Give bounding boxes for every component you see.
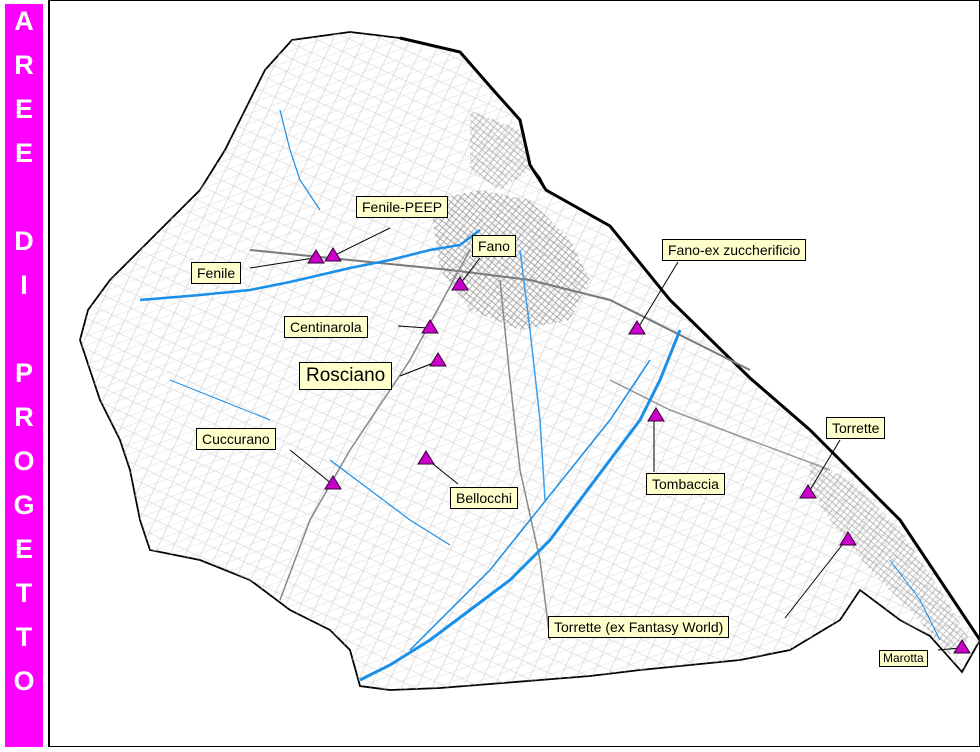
label-rosciano: Rosciano [299, 362, 393, 390]
label-bellocchi: Bellocchi [450, 487, 519, 509]
title-letter: I [20, 270, 28, 300]
title-letter: O [13, 666, 35, 696]
map-area: Fenile-PEEP Fenile Fano Fano-ex zuccheri… [50, 0, 980, 747]
marker-fano-ex-zuccherificio [628, 320, 646, 335]
urban-area-torrette [810, 460, 970, 655]
label-fano: Fano [472, 235, 516, 257]
urban-area-fano [430, 190, 590, 330]
river-arzilla [139, 229, 481, 302]
marker-marotta [953, 639, 971, 654]
title-letter: D [14, 226, 34, 256]
stream [329, 459, 451, 546]
title-letter: R [14, 50, 34, 80]
marker-torrette [799, 484, 817, 499]
road-network-secondary [80, 32, 980, 690]
main-road [499, 279, 551, 641]
coastline [399, 36, 980, 641]
marker-torrette-fantasy-world [839, 531, 857, 546]
marker-fano [451, 276, 469, 291]
label-torrette-fantasy-world: Torrette (ex Fantasy World) [548, 616, 730, 638]
label-torrette: Torrette [826, 417, 886, 439]
title-letter: A [14, 6, 34, 36]
urban-area-coast [470, 110, 530, 190]
title-letter: P [14, 358, 33, 388]
title-letter: E [14, 534, 33, 564]
marker-bellocchi [417, 450, 435, 465]
label-tombaccia: Tombaccia [646, 473, 725, 495]
canal [519, 249, 546, 501]
marker-tombaccia [647, 407, 665, 422]
stream [279, 109, 321, 211]
label-marotta: Marotta [879, 650, 928, 667]
marker-fenile [307, 249, 325, 264]
title-letter: T [15, 578, 33, 608]
title-letter: G [13, 490, 35, 520]
sidebar-band: A R E E D I P R O G E T T O [5, 4, 43, 747]
label-centinarola: Centinarola [284, 316, 368, 338]
title-letter: O [13, 446, 35, 476]
stream [889, 559, 941, 641]
stream [169, 379, 271, 421]
marker-centinarola [421, 319, 439, 334]
marker-cuccurano [324, 475, 342, 490]
map-canvas [79, 31, 980, 691]
title-letter: E [14, 94, 33, 124]
canal [409, 359, 651, 651]
title-letter: R [14, 402, 34, 432]
marker-fenile-peep [324, 247, 342, 262]
sidebar-title-panel: A R E E D I P R O G E T T O [0, 0, 50, 747]
marker-rosciano [429, 352, 447, 367]
title-letter: E [14, 138, 33, 168]
label-cuccurano: Cuccurano [196, 428, 276, 450]
title-letter: T [15, 622, 33, 652]
river-metauro [359, 329, 682, 682]
label-fano-ex-zuccherificio: Fano-ex zuccherificio [662, 239, 807, 261]
label-fenile: Fenile [191, 262, 242, 284]
label-fenile-peep: Fenile-PEEP [356, 196, 449, 218]
label-leaders [249, 227, 961, 651]
site-markers [307, 247, 971, 654]
main-road [609, 379, 831, 471]
